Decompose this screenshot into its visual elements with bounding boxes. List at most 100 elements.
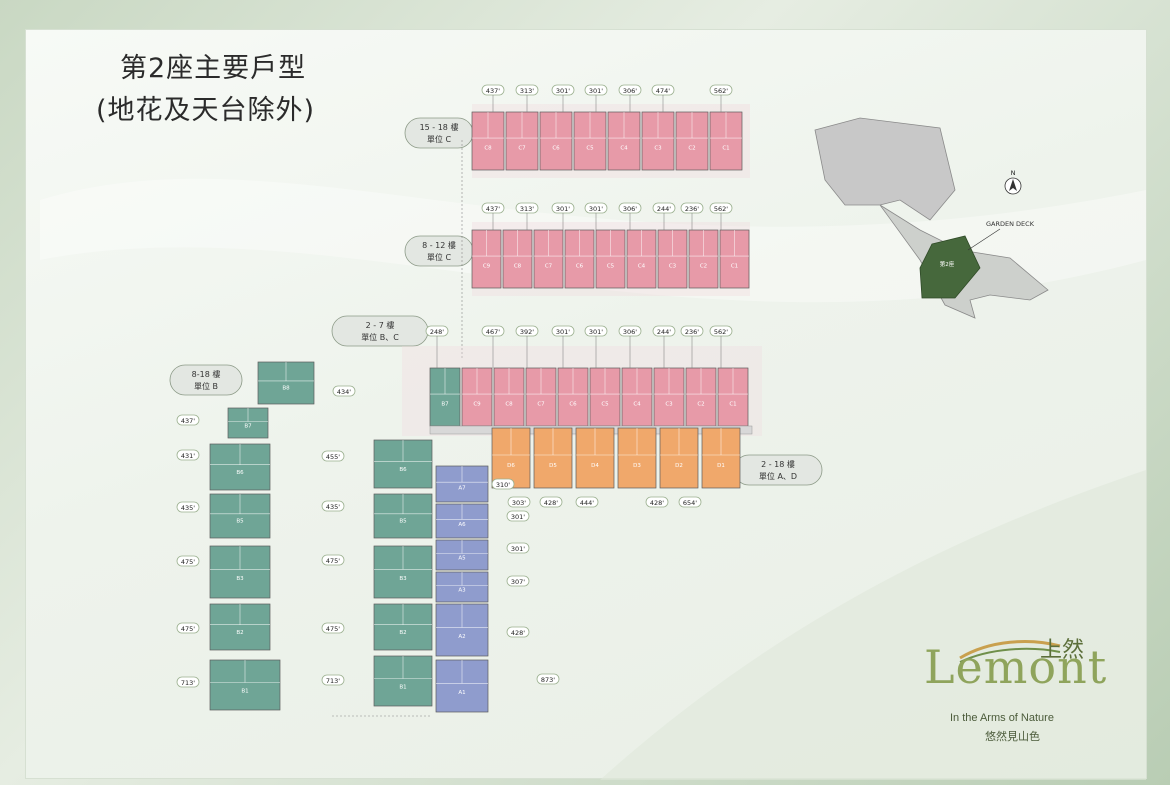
size-d-1-pill: [507, 496, 531, 508]
unit-15-18-C5-label: C5: [586, 146, 594, 152]
tag-2-7-floors: 2 - 7 樓: [366, 320, 395, 330]
unit-a-A7-label: A7: [458, 485, 466, 491]
size-d-0: 310': [496, 481, 510, 489]
unit-2-7-C7-label: C7: [537, 402, 545, 408]
size-bleft-1-pill: [176, 414, 200, 426]
tag-8-18-units: 單位 B: [194, 381, 218, 391]
size-2-7-5: 306': [623, 328, 637, 336]
unit-15-18-C6-label: C6: [552, 146, 560, 152]
size-bmid-3-pill: [321, 622, 345, 634]
size-bleft-4: 475': [181, 558, 195, 566]
size-8-12-7: 562': [714, 205, 728, 213]
unit-15-18-C3-label: C3: [654, 146, 662, 152]
unit-a-A6-label: A6: [458, 522, 466, 528]
size-2-7-1: 467': [486, 328, 500, 336]
unit-d-D4-label: D4: [591, 463, 599, 469]
size-bmid-4-pill: [321, 674, 345, 686]
unit-8-12-C7-label: C7: [545, 264, 553, 270]
unit-2-7-C4-label: C4: [633, 402, 641, 408]
tag-8-12-floors: 8 - 12 樓: [422, 240, 456, 250]
tag-8-18-floors: 8-18 樓: [192, 369, 221, 379]
size-a-4: 873': [541, 676, 555, 684]
unit-2-7-C1-label: C1: [729, 402, 736, 408]
size-2-7-3: 301': [556, 328, 570, 336]
size-bleft-2: 431': [181, 452, 195, 460]
size-d-3: 444': [580, 499, 594, 507]
size-15-18-1: 313': [520, 87, 534, 95]
size-d-2: 428': [544, 499, 558, 507]
size-2-7-4: 301': [589, 328, 603, 336]
site-map-block-label: 第2座: [940, 260, 955, 268]
north-arrow-head: [1009, 179, 1017, 191]
unit-bmid-B5-label: B5: [399, 519, 407, 525]
size-bleft-1: 437': [181, 417, 195, 425]
logo-tagline: In the Arms of Nature: [950, 712, 1054, 724]
unit-bmid-B2-label: B2: [399, 630, 406, 636]
size-bleft-0-pill: [332, 385, 356, 397]
unit-8-12-C5-label: C5: [607, 264, 615, 270]
unit-2-7-C5-label: C5: [601, 402, 609, 408]
unit-a-A5-label: A5: [458, 556, 466, 562]
unit-d-D6-label: D6: [507, 463, 515, 469]
size-a-1: 301': [511, 545, 525, 553]
unit-bleft-B6-label: B6: [236, 470, 244, 476]
unit-bmid-B3-label: B3: [399, 576, 407, 582]
size-15-18-3: 301': [589, 87, 603, 95]
unit-8-12-C4: [626, 229, 657, 289]
unit-2-7-C8-label: C8: [505, 402, 513, 408]
garden-deck-label: GARDEN DECK: [986, 220, 1035, 228]
unit-bleft-B7-label: B7: [244, 424, 252, 430]
unit-2-7-B7-label: B7: [441, 402, 449, 408]
size-a-0-pill: [506, 510, 530, 522]
unit-a-A2-label: A2: [458, 634, 465, 640]
unit-bleft-B1-label: B1: [241, 689, 248, 695]
unit-8-12-C4-label: C4: [638, 264, 646, 270]
size-bleft-0: 434': [337, 388, 351, 396]
size-d-5: 654': [683, 499, 697, 507]
tag-15-18-floors: 15 - 18 樓: [420, 122, 459, 132]
unit-8-12-C8-label: C8: [514, 264, 522, 270]
size-15-18-2: 301': [556, 87, 570, 95]
unit-d-D1-label: D1: [717, 463, 725, 469]
size-bleft-6: 713': [181, 679, 195, 687]
unit-2-7-C3-label: C3: [665, 402, 673, 408]
size-15-18-0: 437': [486, 87, 500, 95]
size-bmid-0-pill: [321, 450, 345, 462]
logo-chinese: 上然: [1040, 638, 1085, 663]
unit-bmid-B1-label: B1: [399, 685, 406, 691]
unit-d-D5-label: D5: [549, 463, 557, 469]
tag-8-18-bg: [169, 364, 243, 396]
size-15-18-4: 306': [623, 87, 637, 95]
size-d-4-pill: [645, 496, 669, 508]
size-bleft-3: 435': [181, 504, 195, 512]
size-a-3-pill: [506, 626, 530, 638]
page-title: 第2座主要戶型: [120, 53, 307, 84]
size-bleft-5-pill: [176, 622, 200, 634]
size-d-0-pill: [491, 478, 515, 490]
tag-2-18-floors: 2 - 18 樓: [761, 459, 795, 469]
size-bmid-3: 475': [326, 625, 340, 633]
size-d-2-pill: [539, 496, 563, 508]
size-a-2-pill: [506, 575, 530, 587]
size-bleft-3-pill: [176, 501, 200, 513]
unit-8-12-C1-label: C1: [731, 264, 738, 270]
tag-2-7-units: 單位 B、C: [361, 332, 399, 342]
logo-name: Lemont: [924, 640, 1108, 694]
swoosh-decor-2: [600, 470, 1146, 780]
size-a-3: 428': [511, 629, 525, 637]
size-a-0: 301': [511, 513, 525, 521]
size-a-1-pill: [506, 542, 530, 554]
size-bmid-1-pill: [321, 500, 345, 512]
size-bmid-2: 475': [326, 557, 340, 565]
size-2-7-2: 392': [520, 328, 534, 336]
size-8-12-2: 301': [556, 205, 570, 213]
size-bleft-5: 475': [181, 625, 195, 633]
unit-8-12-C6-label: C6: [576, 264, 584, 270]
size-2-7-8: 562': [714, 328, 728, 336]
unit-bleft-B5-label: B5: [236, 519, 244, 525]
logo-swoosh-icon: [959, 640, 1061, 663]
garden-deck-leader: [967, 228, 1001, 251]
unit-15-18-C1: [709, 111, 743, 171]
size-d-4: 428': [650, 499, 664, 507]
size-2-7-7: 236': [685, 328, 699, 336]
